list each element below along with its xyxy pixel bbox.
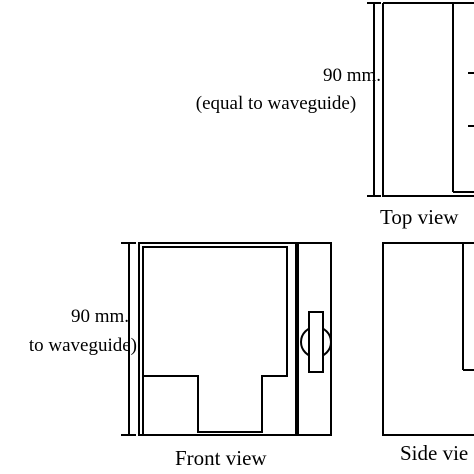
front-view-body — [138, 242, 297, 436]
top-view-caption: Top view — [380, 205, 459, 229]
front-view — [121, 242, 332, 436]
side-view — [382, 242, 474, 436]
top-view-dimension-note: (equal to waveguide) — [196, 93, 356, 114]
top-view-outline — [382, 2, 474, 197]
front-view-dimension-note: to waveguide) — [29, 335, 137, 356]
front-view-fitting-bar — [308, 311, 324, 373]
side-view-caption: Side vie — [400, 441, 468, 465]
front-view-caption: Front view — [175, 446, 267, 470]
top-view — [367, 2, 474, 197]
top-view-dimension-value: 90 mm. — [323, 65, 381, 86]
front-view-inner-recess — [142, 246, 288, 435]
side-view-outline — [382, 242, 474, 436]
front-view-dimension-value: 90 mm. — [71, 306, 129, 327]
